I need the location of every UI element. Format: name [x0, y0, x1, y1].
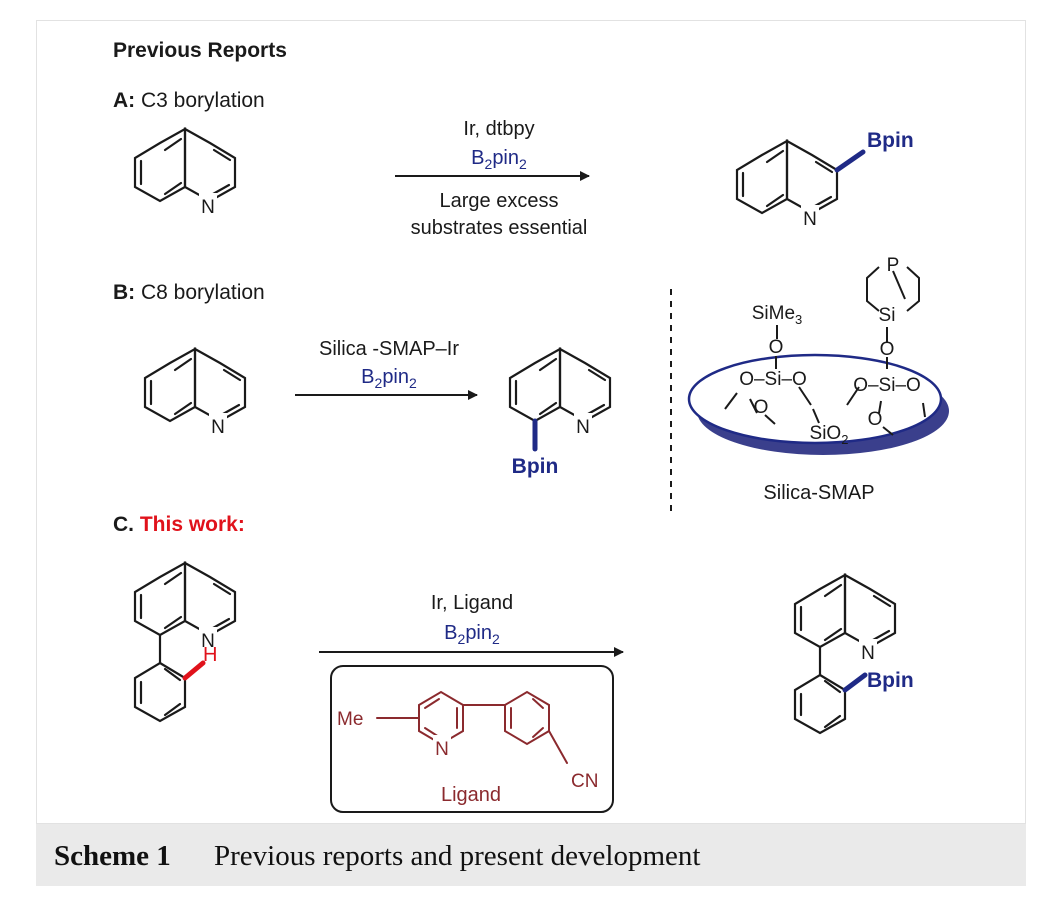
ligand-structure	[376, 690, 568, 764]
ligand-cyano: CN	[571, 771, 598, 792]
section-b-title: B: C8 borylation	[113, 281, 265, 304]
silica-smap-illustration: P Si SiMe3 O O O–Si–O O–Si–O O O SiO2	[687, 255, 949, 455]
oxygen-right-down: O	[868, 409, 883, 430]
sime3-group: SiMe3	[752, 303, 803, 327]
left-siloxane-cluster: O–Si–O	[739, 369, 807, 390]
heading-previous-reports: Previous Reports	[113, 39, 287, 62]
atom-n-b-product: N	[576, 417, 590, 438]
atom-n-a-product: N	[803, 209, 817, 230]
phenylquinoline-product	[793, 573, 897, 735]
phosphorus-atom: P	[887, 255, 900, 276]
quinoline-a-product	[735, 139, 839, 215]
reagent-b-b2pin2: B2pin2	[361, 366, 417, 391]
reagent-a-catalyst: Ir, dtbpy	[463, 118, 534, 140]
atom-n-a-start: N	[201, 197, 215, 218]
reagent-c-catalyst: Ir, Ligand	[431, 592, 513, 614]
right-siloxane-cluster: O–Si–O	[853, 375, 921, 396]
quinoline-a-start	[133, 127, 237, 203]
atom-h-c: H	[203, 644, 217, 666]
ligand-atom-n: N	[435, 739, 449, 760]
section-a-title: A: C3 borylation	[113, 89, 265, 112]
sio2-label: SiO2	[810, 423, 849, 447]
bpin-label-c: Bpin	[867, 669, 914, 692]
scheme-caption: Scheme 1 Previous reports and present de…	[36, 824, 1026, 886]
quinoline-b-start	[143, 347, 247, 423]
reagent-b-catalyst: Silica -SMAP–Ir	[319, 338, 459, 360]
atom-n-b-start: N	[211, 417, 225, 438]
note-a-line1: Large excess	[440, 190, 559, 212]
oxygen-top-left: O	[769, 337, 784, 358]
quinoline-b-product	[508, 347, 612, 423]
bond-ortho-bpin-c	[842, 672, 868, 693]
phosphine-si-atom: Si	[879, 305, 896, 326]
bpin-label-a: Bpin	[867, 129, 914, 152]
scheme-figure: Previous Reports A: C3 borylation N Ir, …	[36, 20, 1026, 886]
ligand-methyl: Me	[337, 709, 363, 730]
ligand-label: Ligand	[441, 784, 501, 806]
caption-label: Scheme 1	[54, 840, 171, 872]
reagent-c-b2pin2: B2pin2	[444, 622, 500, 647]
bpin-label-b: Bpin	[512, 455, 559, 478]
section-c-title: C. This work:	[113, 513, 245, 536]
oxygen-top-right: O	[880, 339, 895, 360]
ligand-box	[330, 665, 614, 813]
oxygen-left-down: O	[754, 397, 769, 418]
note-a-line2: substrates essential	[411, 217, 588, 239]
reaction-scheme-canvas: Previous Reports A: C3 borylation N Ir, …	[113, 39, 949, 813]
caption-text: Previous reports and present development	[214, 840, 701, 872]
atom-n-c-start: N	[201, 631, 215, 652]
atom-n-c-product: N	[861, 643, 875, 664]
phenylquinoline-start	[133, 561, 237, 723]
bond-c3-bpin-a	[834, 149, 866, 173]
scheme-panel: Previous Reports A: C3 borylation N Ir, …	[36, 20, 1026, 824]
bond-ch-highlight	[182, 660, 206, 681]
reagent-a-b2pin2: B2pin2	[471, 147, 527, 172]
silica-smap-label: Silica-SMAP	[763, 482, 874, 504]
